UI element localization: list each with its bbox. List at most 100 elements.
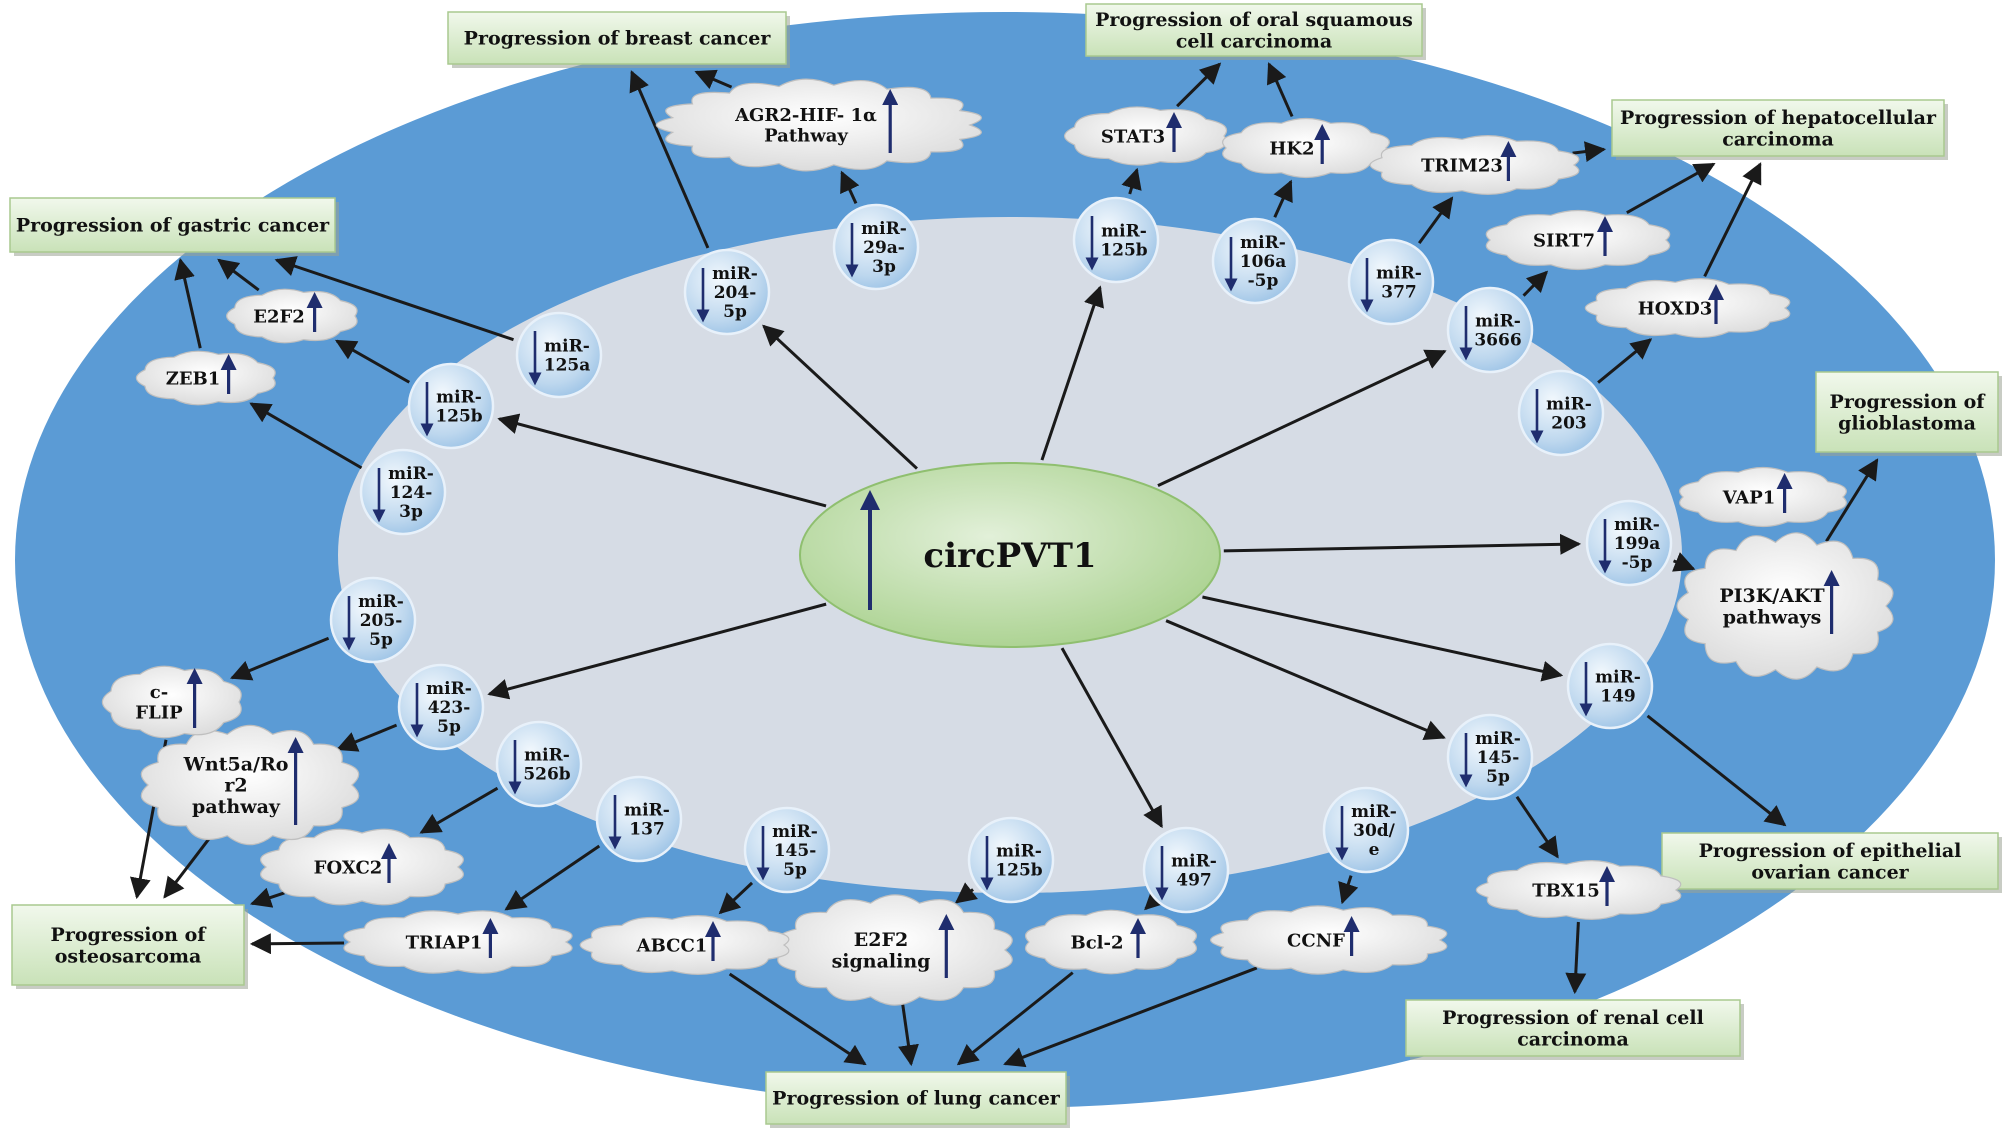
mirna-label-line: 5p — [437, 717, 461, 737]
edge-t12-o8 — [898, 1003, 919, 1067]
mirna-label-line: miR- — [712, 264, 758, 284]
mirna-label-line: miR- — [1101, 221, 1147, 241]
mirna-label-line: 5p — [1486, 767, 1510, 787]
mirna-label-line: 30d/ — [1353, 821, 1396, 841]
mirna-label-line: 124- — [390, 483, 433, 503]
mirna-bubble-m9: miR-149 — [1566, 642, 1654, 730]
edge-m3-t2 — [1121, 167, 1142, 195]
mirna-label-line: 145- — [1477, 748, 1520, 768]
edge-t13-o8 — [728, 972, 867, 1066]
edge-center-m3 — [1040, 285, 1104, 461]
mirna-bubble-m1: miR-204-5p — [683, 248, 771, 336]
mirna-bubble-m7: miR-203 — [1517, 369, 1605, 457]
target-label-line: SIRT7 — [1533, 230, 1595, 251]
outcome-box-o4: Progression of gastric cancer — [9, 197, 339, 256]
edge-m10-t9 — [1515, 795, 1559, 859]
mirna-label-line: -5p — [1622, 553, 1653, 573]
target-label-line: Pathway — [764, 125, 848, 146]
target-label-line: CCNF — [1287, 930, 1345, 951]
mirna-bubble-m14: miR-145-5p — [743, 806, 831, 894]
mirna-label-line: 137 — [629, 819, 665, 839]
target-cloud-t18: ZEB1 — [135, 350, 276, 406]
mirna-bubble-m16: miR-526b — [495, 720, 583, 808]
edge-m11-t10 — [1338, 875, 1359, 905]
target-label-line: VAP1 — [1722, 487, 1776, 508]
target-label-line: pathways — [1723, 606, 1822, 628]
outcome-box-o8: Progression of lung cancer — [765, 1071, 1070, 1128]
target-cloud-t3: HK2 — [1222, 117, 1390, 179]
mirna-label-line: -5p — [1248, 271, 1279, 291]
mirna-bubble-m8: miR-199a-5p — [1585, 499, 1673, 587]
target-label-line: c- — [150, 682, 168, 703]
mirna-label-line: 3666 — [1474, 330, 1521, 350]
mirna-label-line: 3p — [872, 257, 896, 277]
edge-t8-o5 — [1825, 458, 1879, 543]
mirna-bubble-m19: miR-124-3p — [359, 448, 447, 536]
target-cloud-t4: TRIM23 — [1369, 135, 1580, 195]
target-label-line: ABCC1 — [636, 935, 708, 956]
target-label-line: Wnt5a/Ro — [183, 753, 289, 775]
target-cloud-t19: E2F2 — [226, 288, 358, 344]
outcome-label-line: Progression of — [1830, 391, 1987, 413]
edge-m1-o1 — [629, 70, 710, 249]
mirna-label-line: 125a — [544, 355, 591, 375]
outcome-label-line: ovarian cancer — [1751, 861, 1909, 883]
mirna-label-line: miR- — [1171, 851, 1217, 871]
center-ellipse — [799, 462, 1221, 648]
mirna-label-line: miR- — [1595, 667, 1641, 687]
mirna-label-line: e — [1369, 840, 1380, 860]
mirna-bubble-m17: miR-423-5p — [397, 663, 485, 751]
edge-center-m8 — [1223, 533, 1582, 555]
target-label-line: HOXD3 — [1638, 298, 1712, 319]
target-label-line: FOXC2 — [314, 857, 383, 878]
mirna-label-line: 5p — [723, 302, 747, 322]
edge-center-m20 — [497, 413, 827, 508]
outcome-label-line: Progression of renal cell — [1442, 1007, 1704, 1029]
outcome-label-line: glioblastoma — [1838, 412, 1976, 434]
target-cloud-t7: VAP1 — [1679, 466, 1847, 528]
mirna-label-line: 145- — [774, 841, 817, 861]
edge-m14-t13 — [718, 881, 754, 915]
outcome-label-line: carcinoma — [1517, 1028, 1629, 1050]
edge-t14-o9 — [249, 933, 345, 955]
outcome-label-line: Progression of hepatocellular — [1620, 107, 1937, 129]
edge-m20-t19 — [334, 339, 411, 384]
center-node-circpvt1: circPVT1 — [799, 462, 1221, 648]
target-label-line: ZEB1 — [166, 368, 221, 389]
target-label-line: TRIAP1 — [406, 932, 483, 953]
edge-t10-o8 — [1003, 966, 1258, 1068]
mirna-label-line: 526b — [523, 764, 570, 784]
outcome-box-o1: Progression of breast cancer — [447, 11, 790, 68]
target-label-line: STAT3 — [1101, 126, 1165, 147]
edge-m19-t18 — [249, 402, 363, 470]
target-cloud-t17: c-FLIP — [101, 665, 242, 739]
edge-m18-t17 — [230, 636, 330, 681]
mirna-label-line: miR- — [426, 679, 472, 699]
mirna-label-line: miR- — [1351, 802, 1397, 822]
target-label-line: signaling — [832, 950, 931, 972]
mirna-label-line: 125b — [1100, 240, 1147, 260]
target-cloud-t6: HOXD3 — [1584, 278, 1791, 338]
outcome-label-line: Progression of gastric cancer — [16, 215, 330, 237]
outcomes-layer: Progression of breast cancerProgression … — [9, 3, 2002, 1128]
edge-t15-o9 — [250, 887, 285, 908]
mirna-label-line: 377 — [1381, 282, 1417, 302]
edge-center-m6 — [1157, 349, 1447, 488]
outcome-label-line: cell carcinoma — [1176, 30, 1332, 52]
target-cloud-t10: CCNF — [1210, 905, 1448, 975]
target-label-line: r2 — [224, 775, 247, 797]
target-label-line: E2F2 — [854, 929, 908, 951]
mirna-label-line: 125b — [995, 860, 1042, 880]
mirna-label-line: miR- — [1376, 263, 1422, 283]
edge-m16-t15 — [419, 786, 499, 834]
edge-m5-t4 — [1417, 196, 1454, 245]
edge-m6-t5 — [1522, 270, 1549, 297]
mirna-bubble-m3: miR-125b — [1072, 196, 1160, 284]
mirna-label-line: miR- — [861, 219, 907, 239]
